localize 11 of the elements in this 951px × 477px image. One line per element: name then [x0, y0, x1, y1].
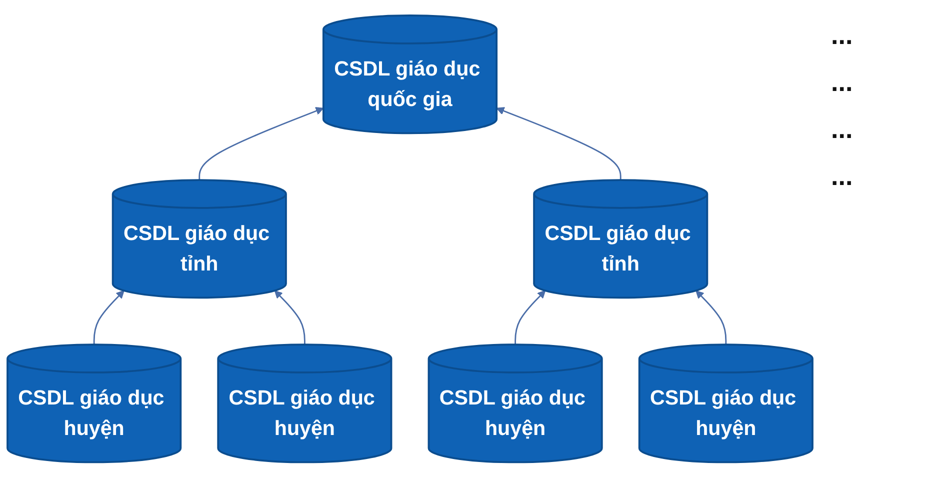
arrow	[198, 106, 324, 180]
arrow	[274, 290, 306, 344]
ellipsis-text: ...	[831, 114, 854, 145]
ellipsis-text: ...	[831, 67, 854, 98]
ellipsis-text: ...	[831, 161, 854, 192]
hierarchy-diagram: CSDL giáo dục quốc gia CSDL giáo dục tỉnh CSDL giáo dục tỉnh CSDL giáo dục huyện CSDL giáo dục huyện CSDL giáo dục huyện CSDL giáo dục huyện	[0, 8, 820, 470]
arrow	[514, 290, 546, 344]
arrow	[496, 106, 622, 180]
arrow	[696, 290, 727, 344]
arrow	[93, 290, 124, 344]
ellipsis-text: ...	[831, 20, 854, 51]
